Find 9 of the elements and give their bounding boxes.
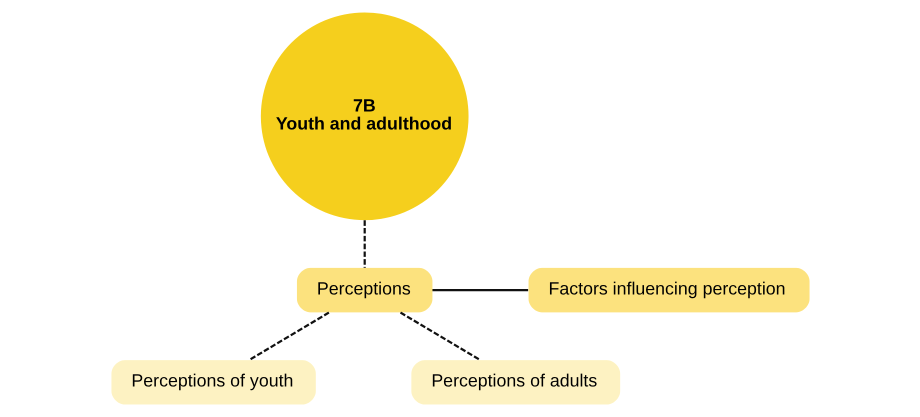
node-circle: 7B Youth and adulthood: [260, 12, 468, 220]
connector: [399, 312, 480, 361]
node-box: Perceptions of youth: [110, 360, 316, 405]
connector: [363, 220, 366, 268]
connector: [432, 289, 528, 292]
node-box: Perceptions of adults: [410, 360, 620, 405]
node-box: Factors influencing perception: [528, 268, 810, 312]
node-box: Perceptions: [296, 268, 432, 312]
connector: [248, 312, 329, 361]
